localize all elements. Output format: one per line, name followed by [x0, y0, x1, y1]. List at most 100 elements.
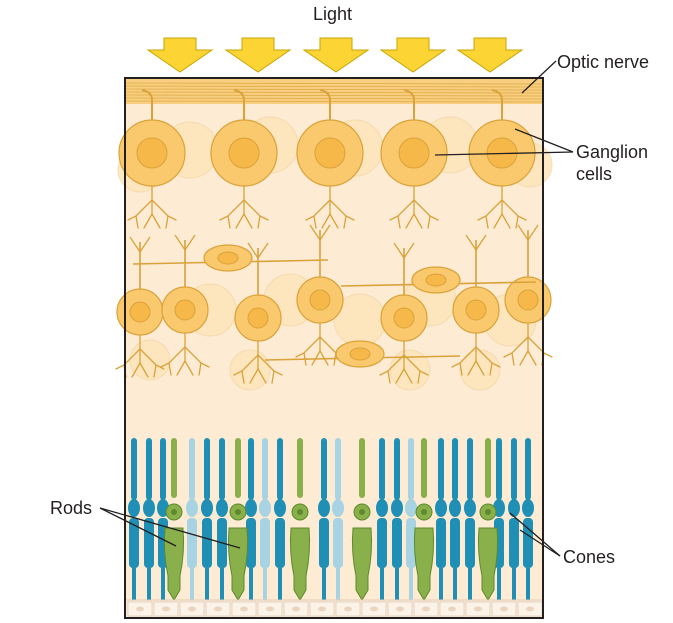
rod-inner-segment	[275, 518, 285, 568]
rod-outer-segment	[131, 438, 137, 500]
ganglion-leader-2	[514, 128, 574, 153]
light-arrows	[146, 37, 524, 73]
optic-nerve-leader	[521, 60, 557, 94]
rod-terminal	[526, 568, 530, 600]
rod-inner-segment	[129, 518, 139, 568]
epithelium-nucleus	[136, 606, 144, 612]
cone-inner-segment	[477, 527, 499, 601]
cone-outer-segment	[297, 438, 303, 498]
cone-nucleolus	[485, 509, 491, 515]
horizontal-nucleus	[349, 347, 371, 361]
rod-nucleus	[245, 499, 257, 517]
dendrite-tree	[389, 185, 439, 229]
bipolar-nucleus	[174, 299, 196, 321]
ganglion-cells-label-line1: Ganglion	[576, 142, 649, 162]
epithelium-nucleus	[448, 606, 456, 612]
optic-nerve-label: Optic nerve	[557, 52, 650, 72]
rod-terminal	[453, 568, 457, 600]
rods-leader-2	[99, 507, 241, 549]
rod-outer-segment	[277, 438, 283, 500]
rod-inner-segment	[202, 518, 212, 568]
cone-nucleolus	[171, 509, 177, 515]
background-cell	[389, 349, 431, 391]
rod-nucleus	[201, 499, 213, 517]
optic-nerve-fiber	[124, 88, 544, 91]
leader-lines	[99, 60, 574, 557]
rod-nucleus	[186, 499, 198, 517]
optic-nerve-fiber	[124, 91, 544, 94]
cone-nucleolus	[235, 509, 241, 515]
light-arrow-icon	[302, 37, 370, 73]
rod-outer-segment	[146, 438, 152, 500]
optic-nerve-fiber	[124, 94, 544, 97]
epithelium-nucleus	[370, 606, 378, 612]
epithelium-nucleus	[500, 606, 508, 612]
rod-terminal	[439, 568, 443, 600]
cone-outer-segment	[359, 438, 365, 498]
rod-inner-segment	[187, 518, 197, 568]
rod-outer-segment	[511, 438, 517, 500]
rod-outer-segment	[394, 438, 400, 500]
rod-inner-segment	[436, 518, 446, 568]
rod-inner-segment	[377, 518, 387, 568]
dendrite-tree	[160, 332, 210, 376]
rod-outer-segment	[496, 438, 502, 500]
bipolar-nucleus	[393, 307, 415, 329]
bipolar-upper-branch	[174, 234, 196, 251]
epithelium-nucleus	[396, 606, 404, 612]
rod-outer-segment	[408, 438, 414, 500]
rod-outer-segment	[262, 438, 268, 500]
epithelium-nucleus	[214, 606, 222, 612]
rod-terminal	[380, 568, 384, 600]
rod-nucleus	[522, 499, 534, 517]
bipolar-upper-branch	[465, 234, 487, 251]
rod-terminal	[190, 568, 194, 600]
horizontal-cells	[132, 244, 537, 368]
rod-terminal	[147, 568, 151, 600]
rod-inner-segment	[406, 518, 416, 568]
cone-nucleolus	[297, 509, 303, 515]
rod-nucleus	[274, 499, 286, 517]
diagram-frame	[124, 77, 544, 619]
bipolar-nucleus	[247, 307, 269, 329]
rod-outer-segment	[335, 438, 341, 500]
rod-inner-segment	[509, 518, 519, 568]
rod-outer-segment	[452, 438, 458, 500]
ganglion-axon	[319, 89, 331, 120]
rod-terminal	[409, 568, 413, 600]
rod-nucleus	[435, 499, 447, 517]
rod-nucleus	[318, 499, 330, 517]
bipolar-nucleus	[517, 289, 539, 311]
rod-outer-segment	[438, 438, 444, 500]
ganglion-nucleus	[136, 137, 168, 169]
bipolar-nucleus	[129, 301, 151, 323]
epithelium-nucleus	[162, 606, 170, 612]
bipolar-upper-branch	[309, 224, 331, 241]
horizontal-nucleus	[217, 251, 239, 265]
rod-terminal	[132, 568, 136, 600]
epithelium-nucleus	[188, 606, 196, 612]
rod-terminal	[322, 568, 326, 600]
cone-inner-segment	[351, 527, 373, 601]
cone-inner-segment	[413, 527, 435, 601]
rod-outer-segment	[160, 438, 166, 500]
rod-inner-segment	[333, 518, 343, 568]
rod-nucleus	[143, 499, 155, 517]
cone-outer-segment	[235, 438, 241, 498]
bipolar-upper-branch	[247, 242, 269, 259]
light-arrow-icon	[146, 37, 214, 73]
rod-outer-segment	[204, 438, 210, 500]
rod-nucleus	[259, 499, 271, 517]
dendrite-tree	[379, 340, 429, 384]
light-arrow-icon	[224, 37, 292, 73]
light-label: Light	[313, 4, 353, 24]
epithelium-nucleus	[318, 606, 326, 612]
ganglion-axon	[141, 89, 153, 120]
light-arrow-icon	[456, 37, 524, 73]
optic-nerve-fibers	[124, 82, 544, 103]
rod-inner-segment	[450, 518, 460, 568]
cones-leader-2	[509, 512, 561, 557]
optic-nerve-fiber	[124, 97, 544, 100]
rod-terminal	[249, 568, 253, 600]
